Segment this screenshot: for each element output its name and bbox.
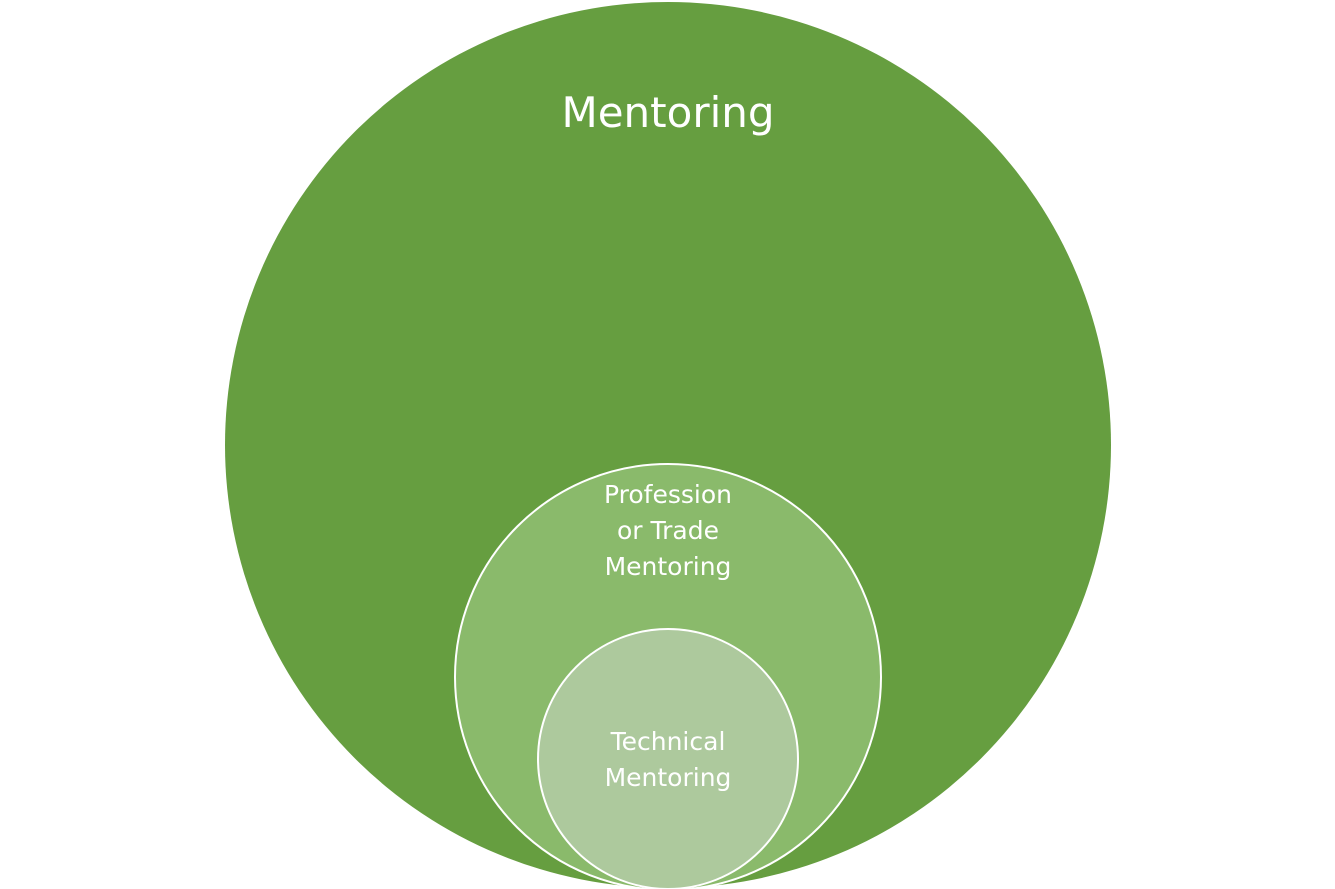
inner-circle-label-line-1: Technical — [610, 727, 726, 756]
outer-circle-label: Mentoring — [561, 88, 774, 137]
middle-circle-label-line-3: Mentoring — [605, 552, 732, 581]
inner-circle-label-line-2: Mentoring — [605, 763, 732, 792]
inner-circle-technical-mentoring — [537, 628, 799, 889]
middle-circle-label-line-2: or Trade — [617, 516, 719, 545]
middle-circle-label-line-1: Profession — [604, 480, 732, 509]
outer-circle-mentoring — [225, 2, 1111, 888]
